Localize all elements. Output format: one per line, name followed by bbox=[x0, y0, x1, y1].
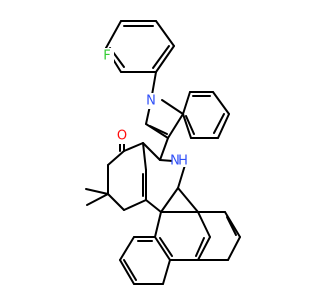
bond-line bbox=[107, 193, 125, 211]
atom-label-oxygen: O bbox=[117, 129, 127, 144]
bond-line bbox=[149, 125, 168, 135]
bond-line bbox=[159, 237, 173, 257]
bond-line bbox=[85, 188, 109, 195]
bond-line bbox=[224, 211, 241, 238]
bond-line bbox=[152, 45, 170, 69]
bond-line bbox=[177, 164, 186, 189]
bond-line bbox=[159, 137, 169, 161]
bond-line bbox=[197, 236, 211, 261]
atom-label-fluorine: F bbox=[103, 49, 110, 64]
atom-label-amine-hydrogen: H bbox=[178, 154, 188, 169]
bond-line bbox=[159, 159, 174, 162]
bond-line bbox=[182, 91, 191, 115]
bond-line bbox=[123, 142, 144, 152]
bond-line bbox=[145, 199, 162, 213]
bond-line bbox=[119, 236, 135, 261]
bond-line bbox=[142, 142, 147, 171]
bond-line bbox=[227, 236, 241, 261]
bond-line bbox=[86, 193, 109, 206]
bond-line bbox=[213, 113, 225, 134]
bond-line bbox=[182, 113, 192, 139]
bond-line bbox=[161, 99, 184, 115]
bond-line bbox=[197, 211, 211, 238]
bond-line bbox=[185, 115, 195, 135]
label-backdrop-n1 bbox=[144, 93, 158, 109]
bond-line bbox=[105, 20, 122, 49]
bond-line bbox=[107, 150, 125, 166]
bond-line bbox=[142, 142, 161, 161]
bond-line bbox=[167, 113, 184, 139]
molecule-canvas: F N O N H bbox=[85, 20, 241, 285]
bond-line bbox=[154, 211, 162, 238]
label-backdrop-f bbox=[100, 48, 114, 64]
label-backdrop-o bbox=[115, 128, 129, 144]
bond-line bbox=[212, 91, 230, 115]
label-backdrop-nh bbox=[172, 153, 186, 167]
bond-line bbox=[217, 113, 230, 139]
bond-line bbox=[226, 216, 237, 236]
bond-line bbox=[155, 20, 175, 47]
bond-line bbox=[151, 71, 157, 96]
structure-drawing: F N O N H bbox=[85, 20, 241, 285]
bond-line bbox=[177, 187, 199, 213]
atom-label-layer: F N O N H bbox=[100, 48, 188, 169]
bond-line bbox=[154, 236, 171, 261]
atom-label-indole-nitrogen: N bbox=[146, 94, 156, 109]
bond-line bbox=[160, 187, 179, 213]
bond-line bbox=[195, 237, 205, 257]
atom-label-amine-nitrogen: N bbox=[170, 154, 180, 169]
bond-line bbox=[162, 259, 171, 285]
bond-line bbox=[155, 45, 175, 73]
bond-line bbox=[119, 259, 135, 285]
bond-line bbox=[123, 259, 137, 281]
bond-line bbox=[123, 199, 147, 211]
